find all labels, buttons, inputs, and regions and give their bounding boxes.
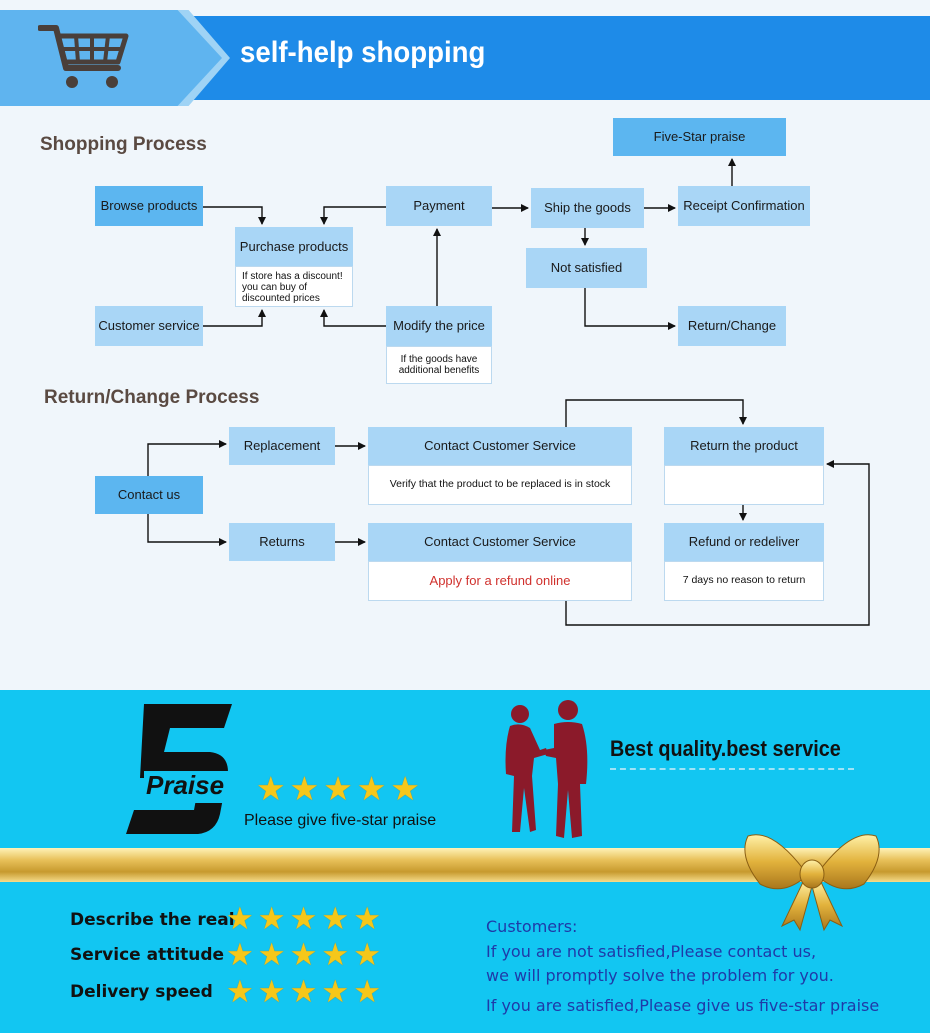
handshake-icon	[500, 698, 592, 840]
return-change-box: Return/Change	[678, 306, 786, 346]
star-icon: ★	[356, 770, 387, 807]
praise-word-bg	[144, 771, 250, 803]
customer-message-line3: If you are satisfied,Please give us five…	[486, 996, 880, 1015]
star-icon: ★	[226, 901, 254, 936]
customers-heading: Customers:	[486, 917, 578, 936]
praise-word: Praise	[146, 770, 225, 800]
star-icon: ★	[257, 901, 286, 936]
customer-message-line1: If you are not satisfied,Please contact …	[486, 942, 817, 961]
rating-stars-delivery: ★ ★ ★ ★ ★	[226, 976, 381, 1007]
return-product-box: Return the product	[664, 427, 824, 465]
shopping-process-title: Shopping Process	[40, 134, 207, 155]
contact-cs-box-1: Contact Customer Service	[368, 427, 632, 465]
star-icon: ★	[353, 901, 381, 936]
star-icon: ★	[353, 974, 381, 1009]
star-icon: ★	[390, 770, 420, 807]
rating-label-service: Service attitude	[70, 945, 225, 965]
purchase-note: If store has a discount! you can buy of …	[235, 266, 353, 307]
return-product-note	[664, 465, 824, 505]
rating-stars-describe: ★ ★ ★ ★ ★	[226, 903, 381, 934]
star-icon: ★	[321, 901, 350, 936]
rating-label-delivery: Delivery speed	[70, 982, 213, 1002]
ship-goods-box: Ship the goods	[531, 188, 644, 228]
star-icon: ★	[257, 937, 286, 972]
star-icon: ★	[226, 937, 254, 972]
gold-bow-icon	[742, 826, 882, 932]
replacement-box: Replacement	[229, 427, 335, 465]
slogan-underline	[610, 768, 854, 770]
purchase-products-box: Purchase products	[235, 227, 353, 267]
praise-stars: ★ ★ ★ ★ ★	[256, 772, 420, 805]
page-title: self-help shopping	[240, 36, 486, 69]
apply-refund-note: Apply for a refund online	[368, 561, 632, 601]
verify-stock-note: Verify that the product to be replaced i…	[368, 465, 632, 505]
customer-service-box: Customer service	[95, 306, 203, 346]
contact-cs-box-2: Contact Customer Service	[368, 523, 632, 561]
returns-box: Returns	[229, 523, 335, 561]
seven-days-note: 7 days no reason to return	[664, 561, 824, 601]
star-icon: ★	[289, 974, 318, 1009]
praise-subtitle: Please give five-star praise	[244, 812, 437, 829]
star-icon: ★	[226, 974, 254, 1009]
star-icon: ★	[323, 770, 353, 807]
five-star-praise-box: Five-Star praise	[613, 118, 786, 156]
receipt-confirmation-box: Receipt Confirmation	[678, 186, 810, 226]
header-chevron-inner	[0, 10, 222, 106]
star-icon: ★	[289, 937, 318, 972]
star-icon: ★	[353, 937, 381, 972]
rating-label-describe: Describe the real	[70, 910, 235, 930]
customer-message-line2: we will promptly solve the problem for y…	[486, 966, 834, 985]
not-satisfied-box: Not satisfied	[526, 248, 647, 288]
five-logo-icon	[124, 702, 234, 836]
star-icon: ★	[321, 937, 350, 972]
refund-redeliver-box: Refund or redeliver	[664, 523, 824, 561]
rating-stars-service: ★ ★ ★ ★ ★	[226, 939, 381, 970]
return-process-title: Return/Change Process	[44, 387, 260, 408]
modify-price-note: If the goods have additional benefits	[386, 346, 492, 384]
browse-products-box: Browse products	[95, 186, 203, 226]
flow-connectors	[147, 158, 870, 626]
contact-us-box: Contact us	[95, 476, 203, 514]
star-icon: ★	[289, 770, 320, 807]
shopping-cart-icon	[37, 24, 130, 94]
star-icon: ★	[289, 901, 318, 936]
star-icon: ★	[256, 770, 286, 807]
payment-box: Payment	[386, 186, 492, 226]
star-icon: ★	[257, 974, 286, 1009]
star-icon: ★	[321, 974, 350, 1009]
slogan: Best quality.best service	[610, 736, 841, 761]
modify-price-box: Modify the price	[386, 306, 492, 346]
